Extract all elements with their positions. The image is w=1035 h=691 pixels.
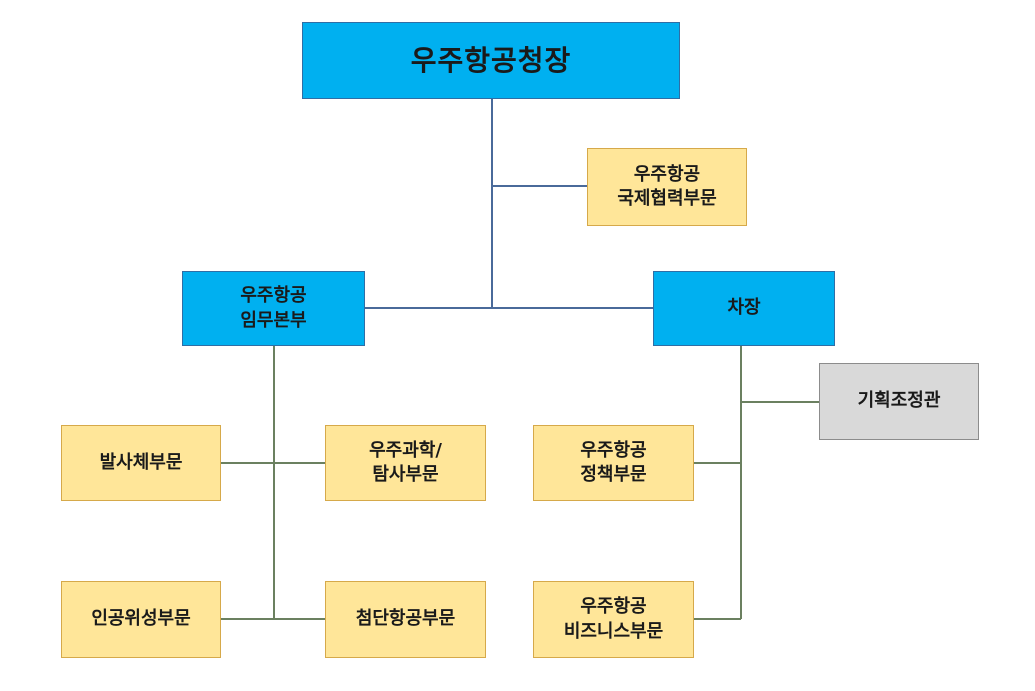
policy-division-box: 우주항공 정책부문 bbox=[533, 425, 694, 501]
intl-division-box: 우주항공 국제협력부문 bbox=[587, 148, 747, 226]
head-box: 우주항공청장 bbox=[302, 22, 680, 99]
launch-division-label: 발사체부문 bbox=[99, 451, 183, 473]
aeronautics-division-box: 첨단항공부문 bbox=[325, 581, 486, 658]
business-division-box: 우주항공 비즈니스부문 bbox=[533, 581, 694, 658]
head-label: 우주항공청장 bbox=[410, 43, 572, 77]
satellite-division-label: 인공위성부문 bbox=[91, 608, 191, 630]
planning-officer-label: 기획조정관 bbox=[857, 390, 941, 412]
launch-division-box: 발사체부문 bbox=[61, 425, 221, 501]
space-science-division-box: 우주과학/ 탐사부문 bbox=[325, 425, 486, 501]
planning-officer-box: 기획조정관 bbox=[819, 363, 979, 440]
business-division-label: 우주항공 비즈니스부문 bbox=[563, 596, 664, 642]
satellite-division-box: 인공위성부문 bbox=[61, 581, 221, 658]
vice-head-box: 차장 bbox=[653, 271, 835, 346]
intl-division-label: 우주항공 국제협력부문 bbox=[617, 163, 717, 209]
mission-hq-box: 우주항공 임무본부 bbox=[182, 271, 365, 346]
aeronautics-division-label: 첨단항공부문 bbox=[355, 608, 456, 630]
vice-head-label: 차장 bbox=[727, 297, 761, 319]
space-science-division-label: 우주과학/ 탐사부문 bbox=[369, 439, 442, 485]
mission-hq-label: 우주항공 임무본부 bbox=[240, 285, 307, 331]
policy-division-label: 우주항공 정책부문 bbox=[580, 439, 647, 485]
